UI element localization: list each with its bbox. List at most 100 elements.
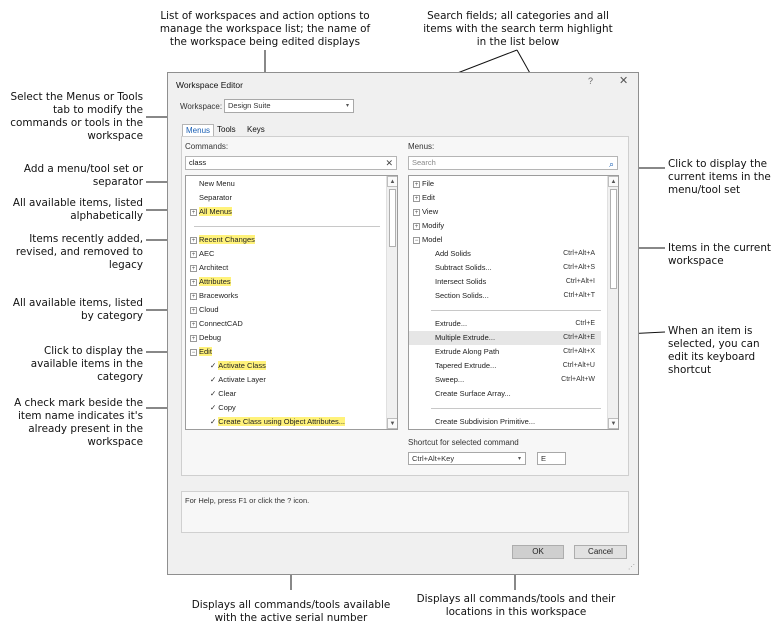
menu-list-item[interactable] (409, 401, 601, 415)
check-icon: ✓ (210, 417, 217, 426)
menu-list-item[interactable]: +File (409, 177, 601, 191)
tab-tools[interactable]: Tools (217, 125, 236, 134)
list-item-label: AEC (199, 249, 215, 259)
list-item-label: View (422, 207, 439, 217)
callout-displays-serial: Displays all commands/tools available wi… (191, 599, 391, 624)
menus-search-input[interactable]: Search ⌕ (408, 156, 618, 170)
menu-list-item[interactable]: Section Solids...Ctrl+Alt+T (409, 289, 601, 303)
callout-displays-locations: Displays all commands/tools and their lo… (416, 593, 616, 618)
menus-label: Menus: (408, 142, 435, 151)
resize-grip-icon[interactable]: ⋰ (628, 564, 635, 571)
menu-list-item[interactable]: Create Surface Array... (409, 387, 601, 401)
command-list-item[interactable]: +Braceworks (186, 289, 382, 303)
command-list-item[interactable]: −Edit (186, 345, 382, 359)
command-list-item[interactable]: ✓Clear (186, 387, 382, 401)
tab-menus[interactable]: Menus (182, 124, 215, 137)
scroll-up-icon[interactable]: ▲ (608, 176, 618, 187)
shortcut-key-input[interactable]: E (537, 452, 566, 465)
collapse-icon[interactable]: − (190, 348, 197, 356)
expand-icon[interactable]: + (190, 334, 197, 342)
commands-search-input[interactable]: class ✕ (185, 156, 397, 170)
callout-add-menu-tool: Add a menu/tool set or separator (23, 163, 143, 188)
expand-icon[interactable]: + (190, 320, 197, 328)
list-item-label: Sweep... (435, 375, 465, 385)
clear-search-icon[interactable]: ✕ (385, 158, 393, 168)
command-list-item[interactable]: +Cloud (186, 303, 382, 317)
menu-list-item[interactable]: Tapered Extrude...Ctrl+Alt+U (409, 359, 601, 373)
menu-list-item[interactable]: Subtract Solids...Ctrl+Alt+S (409, 261, 601, 275)
command-list-item[interactable]: ✓Create Class using Object Attributes... (186, 415, 382, 429)
callout-items-current: Items in the current workspace (668, 242, 771, 267)
command-list-item[interactable]: ✓Activate Class (186, 359, 382, 373)
menu-list-item[interactable]: −Model (409, 233, 601, 247)
command-list-item[interactable]: ✓Activate Layer (186, 373, 382, 387)
scroll-up-icon[interactable]: ▲ (387, 176, 397, 187)
list-item-label: All Menus (199, 207, 232, 217)
scroll-thumb[interactable] (389, 189, 396, 247)
expand-icon[interactable]: + (413, 208, 420, 216)
shortcut-text: Ctrl+Alt+A (563, 250, 595, 257)
chevron-down-icon: ▾ (517, 456, 521, 462)
menu-list-item[interactable]: +View (409, 205, 601, 219)
expand-icon[interactable]: + (413, 180, 420, 188)
menu-list-item[interactable]: Multiple Extrude...Ctrl+Alt+E (409, 331, 601, 345)
expand-icon[interactable]: + (190, 208, 197, 216)
list-item-label: Edit (199, 347, 212, 357)
collapse-icon[interactable]: − (413, 236, 420, 244)
commands-label: Commands: (185, 142, 229, 151)
check-icon: ✓ (210, 389, 217, 398)
help-icon[interactable]: ? (588, 76, 594, 86)
command-list-item[interactable] (186, 219, 382, 233)
workspace-dropdown[interactable]: Design Suite ▾ (224, 99, 354, 113)
menu-list-item[interactable]: +Edit (409, 191, 601, 205)
command-list-item[interactable]: ✓Copy (186, 401, 382, 415)
menus-scrollbar[interactable]: ▲ ▼ (607, 176, 618, 429)
cancel-button[interactable]: Cancel (574, 545, 627, 559)
menu-list-item[interactable] (409, 303, 601, 317)
expand-icon[interactable]: + (190, 292, 197, 300)
command-list-item[interactable]: New Menu (186, 177, 382, 191)
workspace-dropdown-value: Design Suite (228, 101, 271, 110)
expand-icon[interactable]: + (190, 250, 197, 258)
shortcut-modifier-dropdown[interactable]: Ctrl+Alt+Key ▾ (408, 452, 526, 465)
scroll-down-icon[interactable]: ▼ (608, 418, 618, 429)
command-list-item[interactable]: +Recent Changes (186, 233, 382, 247)
list-item-label: Extrude Along Path (435, 347, 500, 357)
search-icon[interactable]: ⌕ (608, 159, 614, 169)
list-item-label: Cloud (199, 305, 219, 315)
shortcut-text: Ctrl+Alt+I (565, 278, 595, 285)
expand-icon[interactable]: + (190, 306, 197, 314)
command-list-item[interactable]: +Attributes (186, 275, 382, 289)
close-icon[interactable]: ✕ (619, 75, 629, 87)
expand-icon[interactable]: + (190, 236, 197, 244)
list-item-label: Tapered Extrude... (435, 361, 497, 371)
scroll-down-icon[interactable]: ▼ (387, 418, 397, 429)
menu-list-item[interactable]: Sweep... Ctrl+Alt+W (409, 373, 601, 387)
ok-button[interactable]: OK (512, 545, 564, 559)
shortcut-text: Ctrl+Alt+W (561, 376, 595, 383)
expand-icon[interactable]: + (190, 278, 197, 286)
list-separator (431, 408, 601, 409)
menu-list-item[interactable]: +Modify (409, 219, 601, 233)
menu-list-item[interactable]: Create Subdivision Primitive... (409, 415, 601, 429)
list-item-label: Activate Layer (218, 375, 266, 385)
menu-list-item[interactable]: Extrude...Ctrl+E (409, 317, 601, 331)
scroll-thumb[interactable] (610, 189, 617, 289)
command-list-item[interactable]: +ConnectCAD (186, 317, 382, 331)
command-list-item[interactable]: Separator (186, 191, 382, 205)
command-list-item[interactable]: +AEC (186, 247, 382, 261)
commands-scrollbar[interactable]: ▲ ▼ (386, 176, 397, 429)
expand-icon[interactable]: + (413, 222, 420, 230)
expand-icon[interactable]: + (190, 264, 197, 272)
tab-keys[interactable]: Keys (247, 125, 265, 134)
command-list-item[interactable]: +All Menus (186, 205, 382, 219)
expand-icon[interactable]: + (413, 194, 420, 202)
list-item-label: Braceworks (199, 291, 239, 301)
command-list-item[interactable]: +Architect (186, 261, 382, 275)
command-list-item[interactable]: +Debug (186, 331, 382, 345)
